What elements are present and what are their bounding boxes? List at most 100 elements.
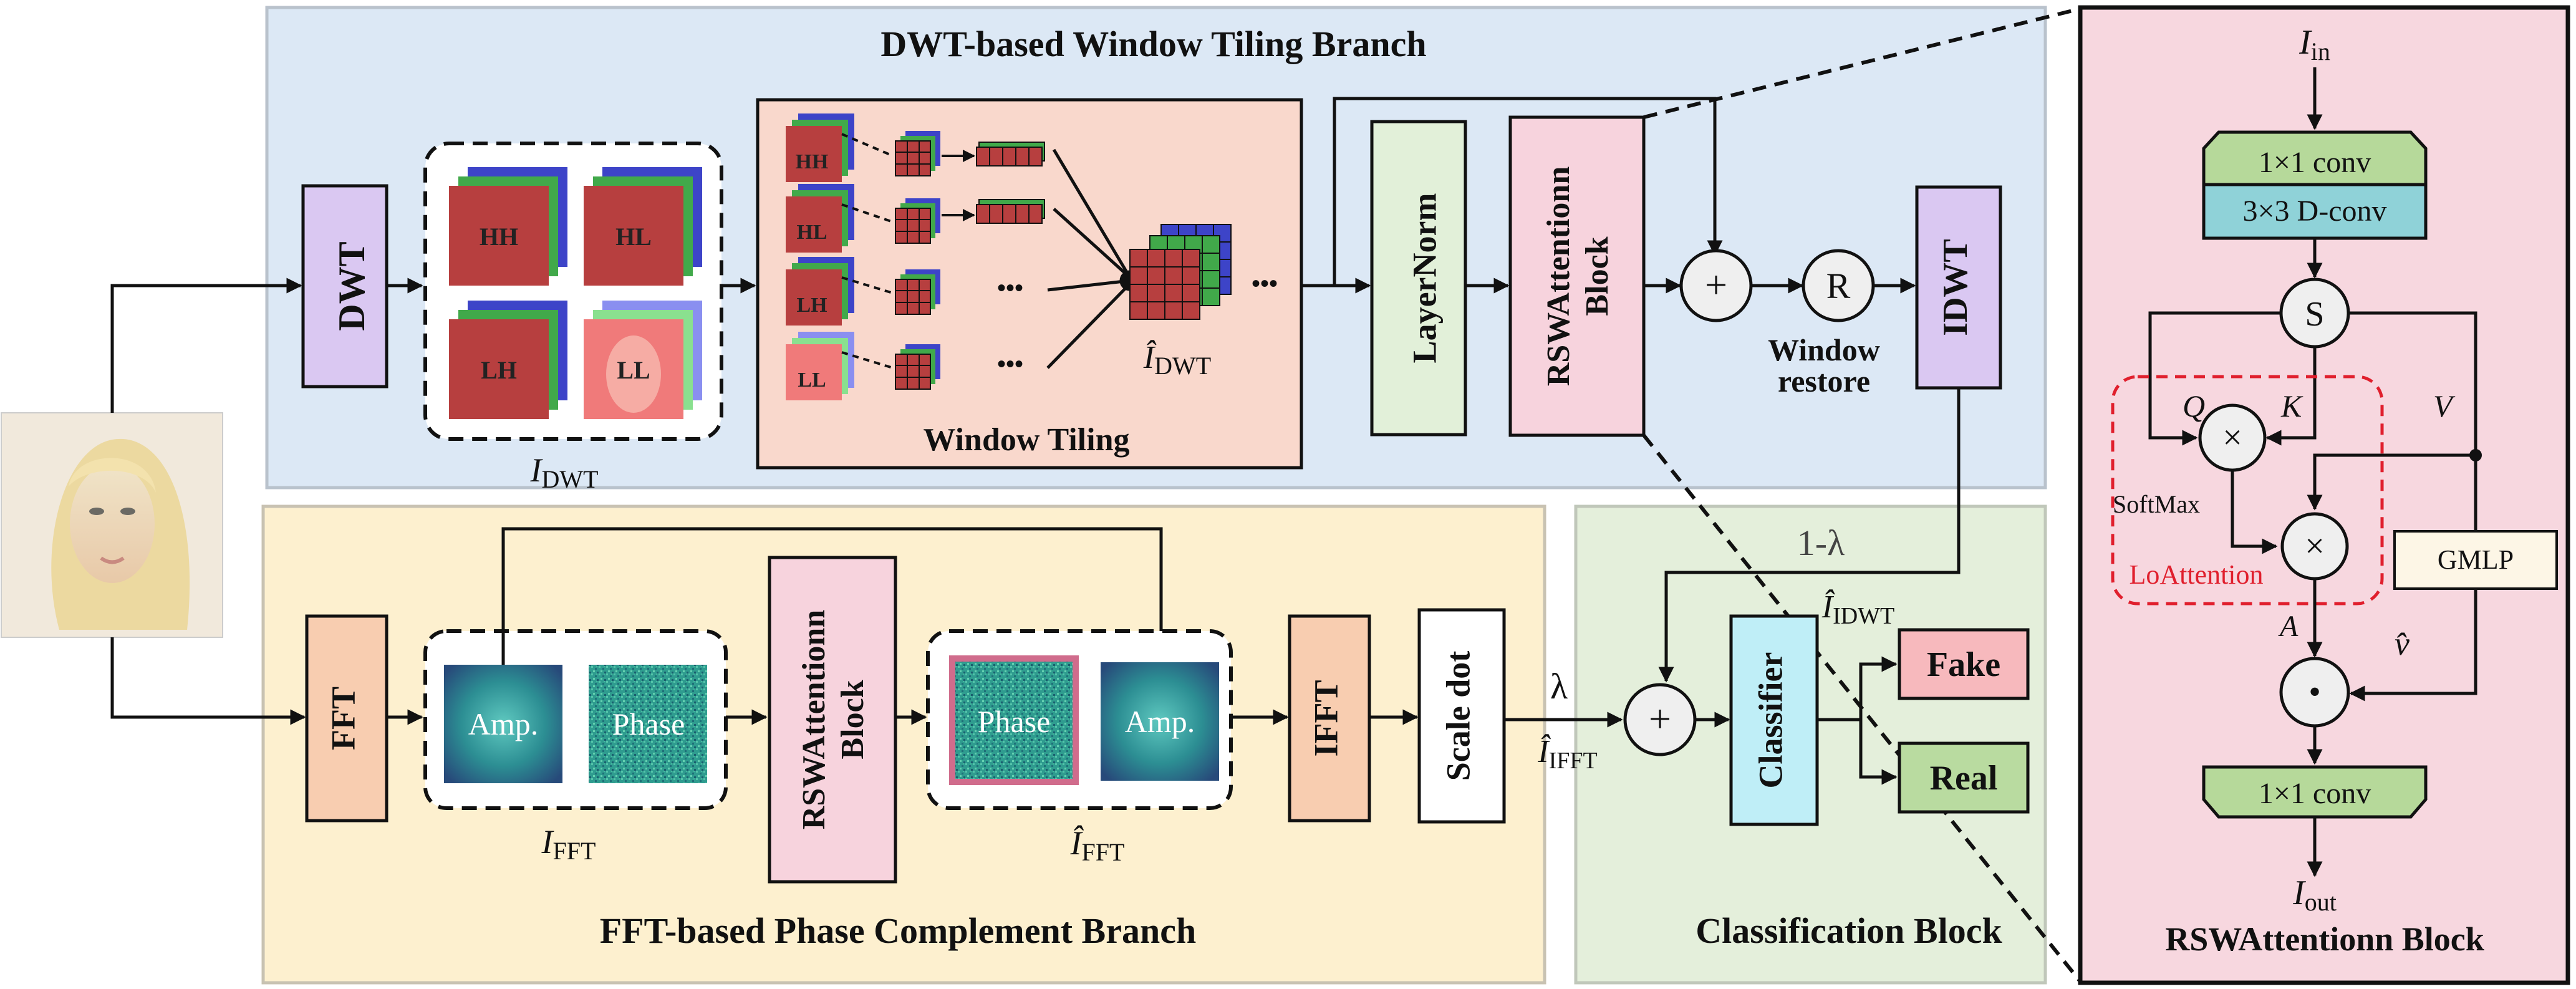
idwt-label: IDWT: [1936, 239, 1975, 336]
dwt-box[interactable]: [301, 184, 388, 388]
subband-hh: HH: [449, 167, 567, 286]
input-label: Iin: [2299, 23, 2330, 65]
rsw-attention-box-top[interactable]: [1508, 115, 1646, 437]
arrow-idwt-to-plus: [1658, 388, 1961, 683]
rsw-block-title: RSWAttentionn Block: [2165, 920, 2484, 958]
classifier-box[interactable]: [1729, 614, 1819, 826]
conv1x1-bottom[interactable]: [2202, 765, 2428, 819]
tiled-feature-stack: [1129, 224, 1232, 320]
v-label: V: [2433, 388, 2456, 423]
arrow-classifier-to-real: [1859, 720, 1898, 785]
amplitude-swap-connection: [501, 527, 1169, 665]
svg-text:LL: LL: [798, 369, 826, 392]
skip-connection-dwt: [1333, 97, 1723, 286]
svg-text:HL: HL: [615, 223, 652, 251]
gmlp-label: GMLP: [2438, 544, 2514, 575]
dconv3x3-label: 3×3 D-conv: [2242, 195, 2386, 228]
v-branch-dot: [2469, 449, 2482, 461]
q-label: Q: [2183, 388, 2205, 423]
phase-spectrum: [589, 665, 707, 783]
fft-label: FFT: [324, 687, 362, 750]
k-label: K: [2280, 388, 2303, 423]
layernorm-label: LayerNorm: [1406, 193, 1443, 364]
amplitude-label-swapped: Amp.: [1125, 704, 1195, 739]
fft-box[interactable]: [305, 614, 388, 823]
i-hat-fft-label: ÎFFT: [1070, 824, 1125, 866]
conv1x1-bottom-label: 1×1 conv: [2259, 777, 2371, 810]
tiling-output-ellipsis: •••: [1252, 269, 1278, 297]
plus-symbol-bottom: +: [1649, 697, 1671, 741]
svg-text:•••: •••: [997, 350, 1023, 378]
rsw-attention-label-bottom: RSWAttentionnBlock: [796, 610, 871, 830]
arrow-classifier-to-fake: [1817, 656, 1898, 721]
ifft-box[interactable]: [1288, 614, 1371, 823]
amplitude-spectrum-swapped: [1101, 662, 1219, 781]
svg-text:LH: LH: [796, 294, 827, 317]
real-label: Real: [1930, 759, 1998, 798]
restore-symbol: R: [1826, 266, 1851, 306]
tiling-converge-lines: [1046, 148, 1141, 369]
q-path: [2148, 311, 2281, 446]
dwt-branch-title: DWT-based Window Tiling Branch: [880, 24, 1426, 64]
phase-label-refined: Phase: [978, 704, 1051, 739]
real-box[interactable]: [1898, 741, 2030, 814]
plus-symbol-top: +: [1705, 263, 1727, 307]
idwt-box[interactable]: [1915, 185, 2002, 390]
i-hat-ifft-label: ÎIFFT: [1537, 733, 1597, 774]
classifier-label: Classifier: [1752, 652, 1789, 789]
phase-label: Phase: [612, 707, 685, 741]
svg-text:LL: LL: [617, 356, 650, 384]
subband-hl: HL: [584, 167, 702, 286]
v-hat-label: v̂: [2395, 625, 2410, 662]
classification-title: Classification Block: [1696, 910, 2002, 951]
dot-product-symbol: •: [2308, 673, 2321, 712]
arrow-input-to-dwt: [110, 277, 302, 413]
i-hat-idwt-label: ÎIDWT: [1821, 589, 1895, 629]
window-tiling-label: Window Tiling: [924, 422, 1130, 458]
split-symbol: S: [2305, 295, 2324, 334]
rsw-attention-box-bottom[interactable]: [768, 556, 897, 884]
i-dwt-label: IDWT: [529, 451, 598, 493]
svg-text:HH: HH: [796, 150, 829, 173]
fake-box[interactable]: [1898, 628, 2030, 700]
softmax-label: SoftMax: [2113, 490, 2200, 518]
v-to-multiply-path: [2307, 453, 2476, 511]
subband-lh: LH: [449, 301, 567, 419]
gmlp-box[interactable]: [2393, 530, 2558, 590]
lambda-label: λ: [1550, 666, 1568, 707]
i-fft-label: IFFT: [541, 823, 596, 865]
v-path: [2348, 311, 2477, 702]
tiling-row-ll: LL •••: [786, 332, 1023, 400]
softmax-path: [2231, 470, 2278, 554]
output-label: Iout: [2292, 874, 2337, 916]
amplitude-spectrum: [444, 665, 562, 783]
one-minus-lambda-label: 1-λ: [1797, 523, 1845, 563]
tiling-row-lh: LH •••: [786, 257, 1023, 326]
layernorm-box[interactable]: [1370, 120, 1467, 437]
i-hat-dwt-label: ÎDWT: [1143, 339, 1211, 380]
arrow-input-to-fft: [110, 637, 306, 725]
rsw-attention-label-top: RSWAttentionnBlock: [1541, 166, 1615, 387]
fft-branch-title: FFT-based Phase Complement Branch: [600, 910, 1197, 951]
svg-text:HH: HH: [480, 223, 518, 251]
fake-label: Fake: [1927, 645, 2000, 684]
svg-text:HL: HL: [796, 221, 827, 244]
tiling-row-hl: HL: [786, 184, 1045, 253]
loattention-region: [2111, 375, 2384, 605]
input-face-image: [1, 412, 223, 638]
tiling-row-hh: HH: [786, 113, 1045, 182]
svg-text:LH: LH: [481, 356, 517, 384]
a-label: A: [2278, 610, 2299, 643]
multiply-symbol-av: ×: [2305, 527, 2325, 566]
svg-text:•••: •••: [997, 274, 1023, 302]
subband-ll: LL: [584, 301, 702, 419]
ifft-label: IFFT: [1307, 680, 1344, 756]
phase-spectrum-refined: [949, 655, 1079, 785]
multiply-symbol-qk: ×: [2222, 418, 2242, 457]
loattention-label: LoAttention: [2129, 559, 2263, 590]
zoom-line-top: [1643, 7, 2081, 119]
scale-dot-box[interactable]: [1417, 608, 1506, 824]
scale-dot-label: Scale dot: [1439, 651, 1477, 781]
